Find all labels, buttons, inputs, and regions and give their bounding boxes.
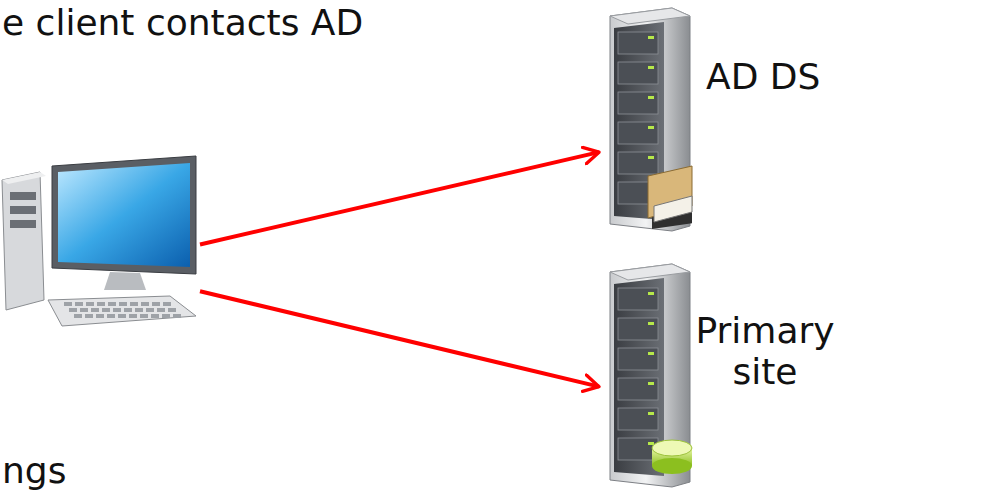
server-label: AD DS bbox=[706, 56, 846, 97]
client-computer bbox=[0, 150, 200, 345]
server: AD DS bbox=[602, 6, 694, 232]
server: Primary site bbox=[602, 262, 694, 488]
arrow-connector bbox=[200, 152, 599, 244]
computer-icon bbox=[0, 150, 200, 345]
server-label: Primary site bbox=[690, 310, 840, 393]
server-icon bbox=[602, 6, 694, 232]
slide-text: e client contacts AD bbox=[2, 2, 363, 43]
arrow-connector bbox=[200, 291, 599, 386]
slide-text: ngs bbox=[2, 450, 66, 491]
server-icon bbox=[602, 262, 694, 488]
